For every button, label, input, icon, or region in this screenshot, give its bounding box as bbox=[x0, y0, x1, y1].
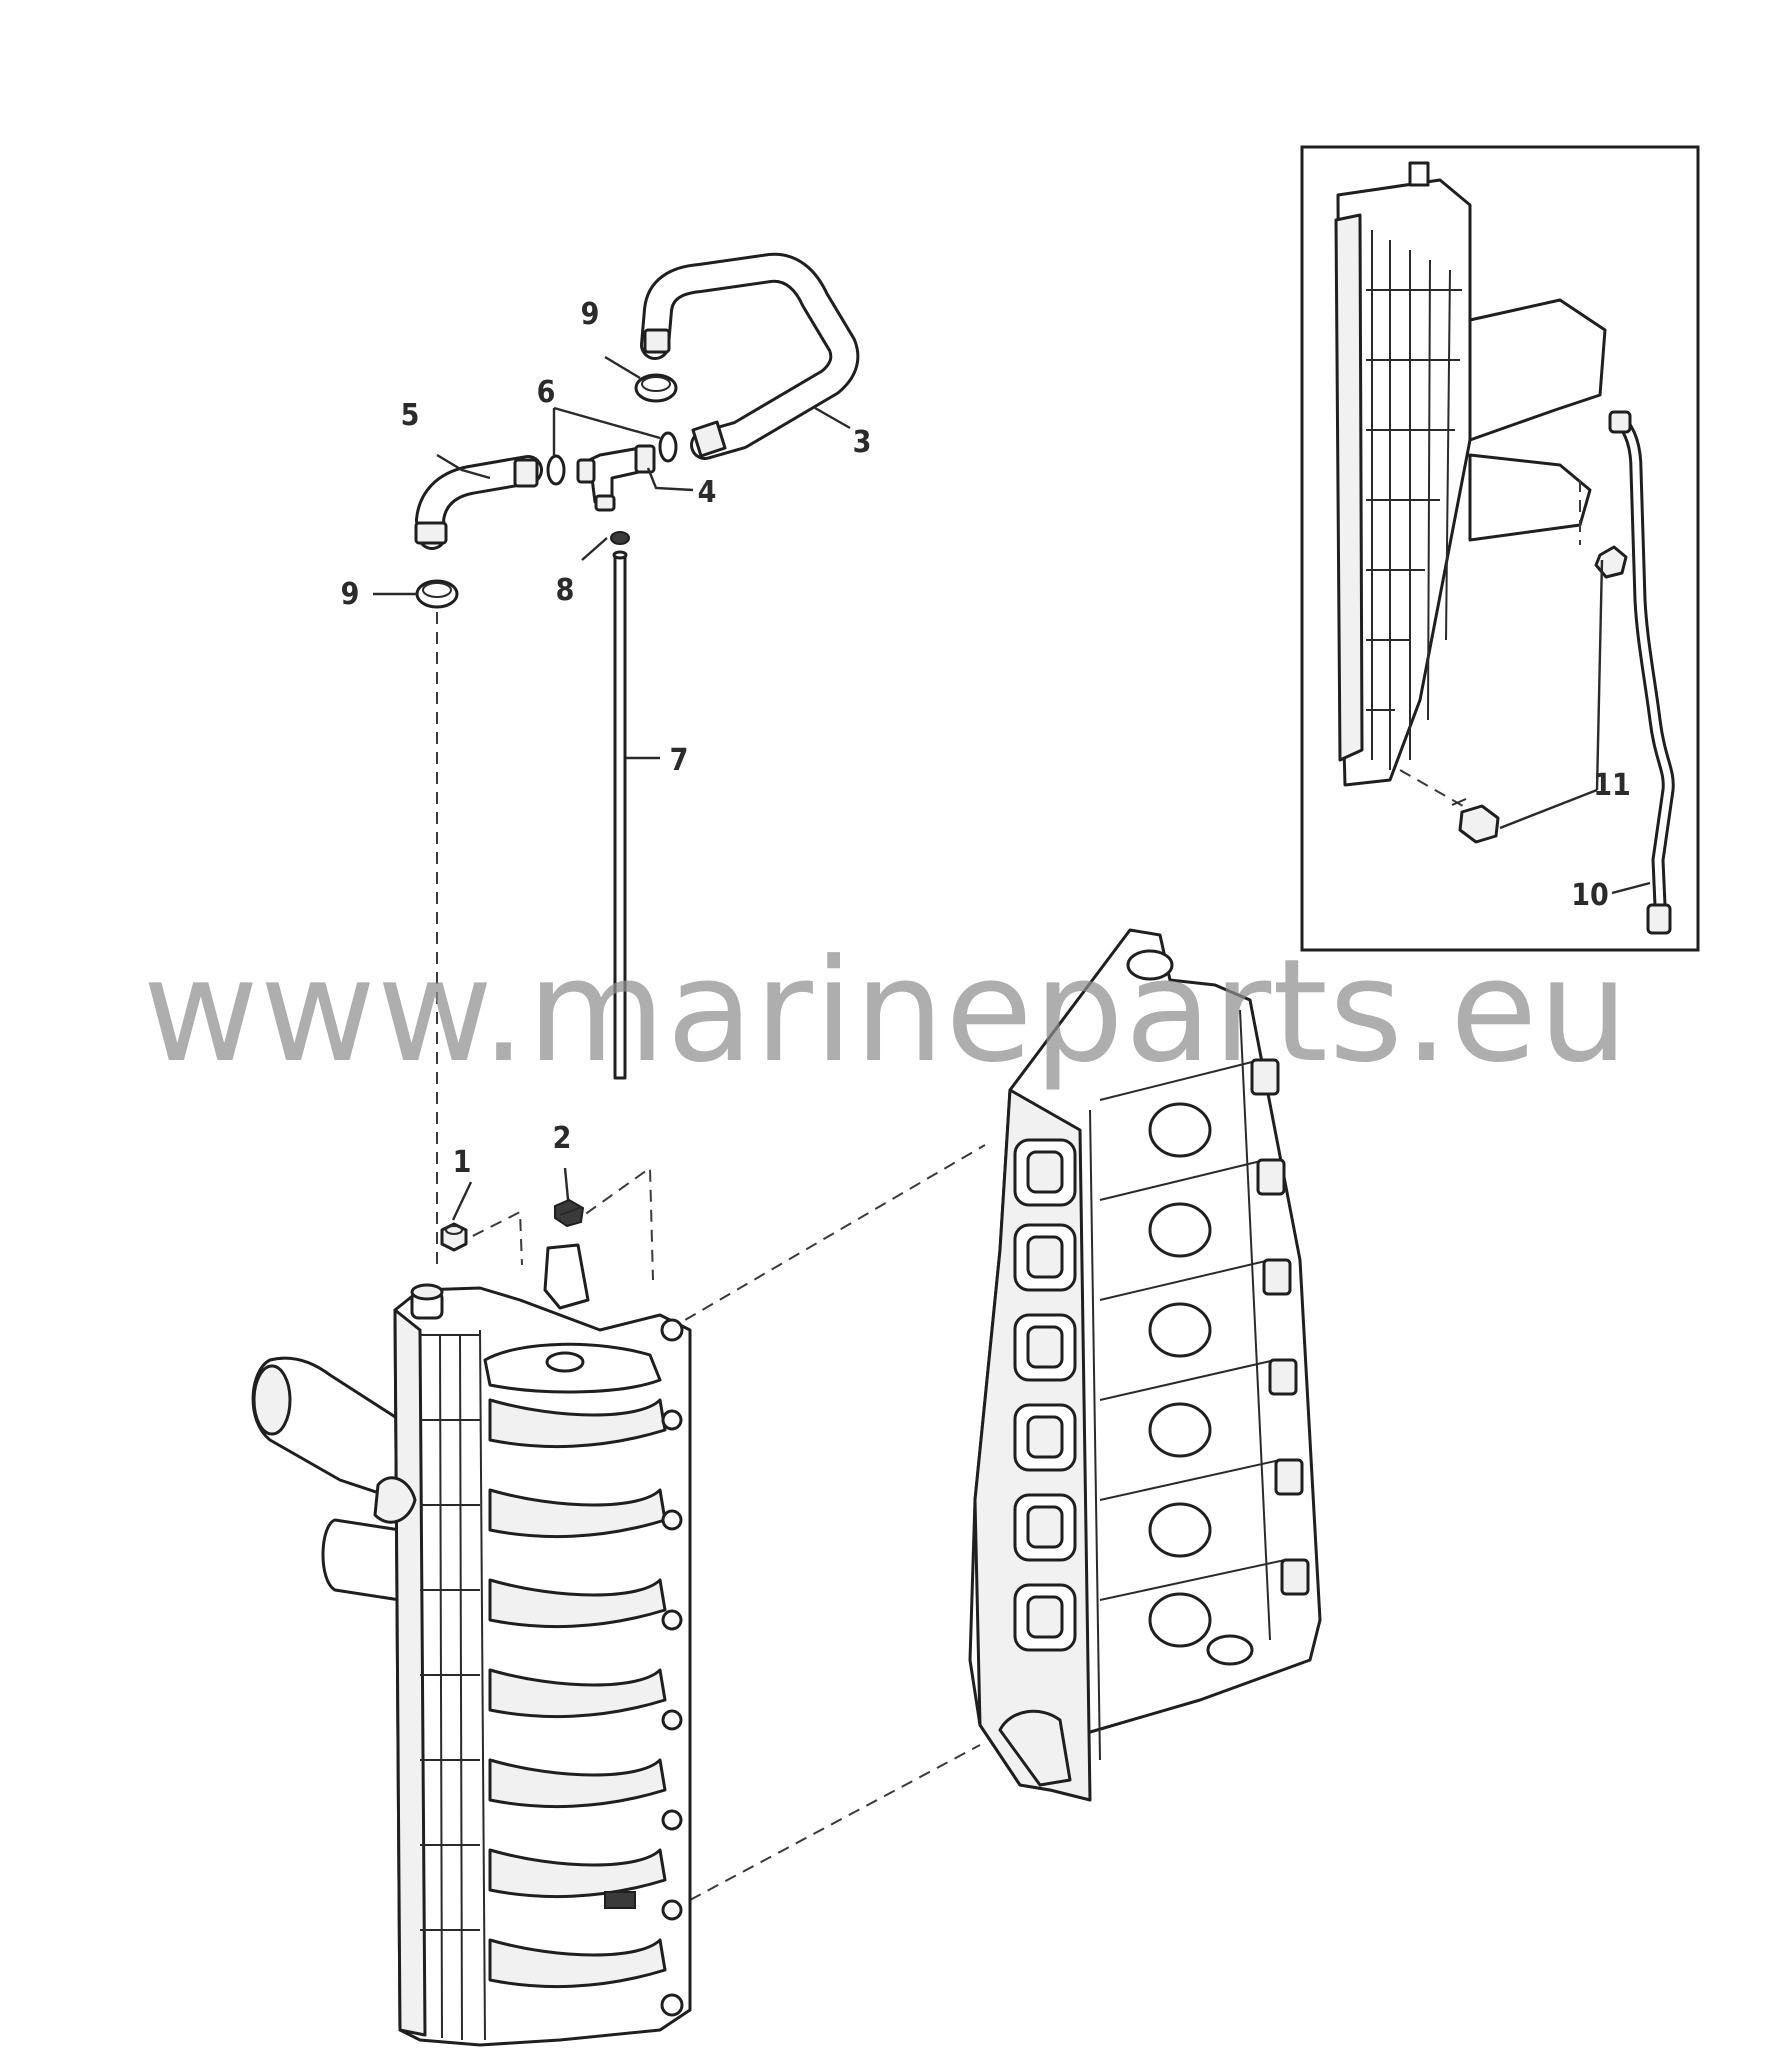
callout-7: 7 bbox=[670, 743, 689, 778]
leader-lines bbox=[373, 355, 851, 1221]
tube-7 bbox=[612, 550, 628, 1080]
watermark-text: www.marineparts.eu bbox=[143, 929, 1630, 1094]
leader-10 bbox=[1611, 881, 1651, 895]
bolt-2 bbox=[554, 1198, 585, 1228]
callout-labels: 1 2 3 4 5 6 7 8 9 9 10 11 bbox=[341, 297, 1631, 1180]
callout-5: 5 bbox=[401, 398, 420, 433]
callout-3: 3 bbox=[853, 425, 872, 460]
callout-1: 1 bbox=[453, 1145, 472, 1180]
callout-2: 2 bbox=[553, 1121, 572, 1156]
callout-9-bottom: 9 bbox=[341, 577, 360, 612]
oring-8 bbox=[610, 531, 630, 545]
bolt-1 bbox=[440, 1222, 468, 1252]
inset-manifold bbox=[1334, 161, 1628, 844]
callout-10: 10 bbox=[1571, 878, 1609, 913]
oring-6-right bbox=[658, 431, 678, 463]
intake-manifold bbox=[251, 1243, 692, 2047]
assembly-guides bbox=[436, 612, 986, 1901]
callout-9-top: 9 bbox=[581, 297, 600, 332]
callout-8: 8 bbox=[556, 573, 575, 608]
callout-6: 6 bbox=[537, 375, 556, 410]
leader-11 bbox=[1499, 559, 1604, 830]
cylinder-head bbox=[968, 928, 1322, 1802]
oring-6-left bbox=[546, 454, 566, 486]
callout-4: 4 bbox=[698, 475, 717, 510]
hose-5 bbox=[414, 455, 543, 550]
inset-detail-box bbox=[1300, 145, 1700, 952]
callout-11: 11 bbox=[1593, 768, 1631, 803]
inset-hose-10 bbox=[1608, 410, 1675, 935]
hose-3 bbox=[640, 252, 860, 460]
clamp-9-bottom bbox=[415, 579, 459, 609]
clamp-9-top bbox=[634, 373, 678, 403]
tee-fitting-4 bbox=[576, 444, 656, 512]
